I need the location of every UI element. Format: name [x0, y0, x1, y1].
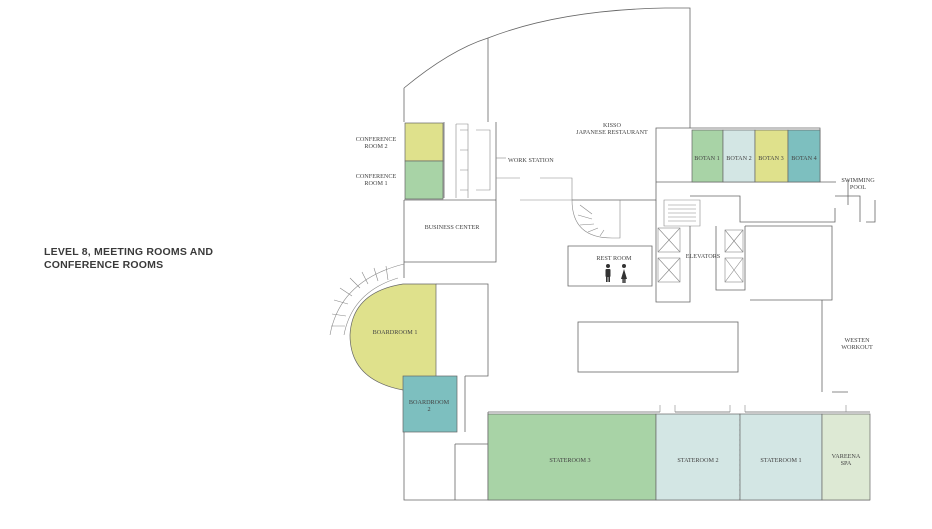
room-botan-2[interactable]: BOTAN 2: [722, 129, 756, 183]
room-conference-room-1[interactable]: CONFERENCE ROOM 1: [356, 160, 444, 200]
room-vareena-spa[interactable]: VAREENA SPA: [821, 413, 871, 501]
room-stateroom-1[interactable]: STATEROOM 1: [739, 413, 823, 501]
room-stateroom-3[interactable]: STATEROOM 3: [487, 413, 657, 501]
swimming-pool-label-1: SWIMMING: [841, 177, 875, 184]
stateroom-3-label: STATEROOM 3: [549, 457, 590, 464]
female-restroom-icon: [621, 264, 627, 283]
westin-workout-label-2: WORKOUT: [841, 344, 873, 351]
swimming-pool-label-2: POOL: [850, 184, 866, 191]
boardroom-2-label-2: 2: [427, 406, 430, 413]
room-botan-4[interactable]: BOTAN 4: [787, 129, 821, 183]
botan-2-label: BOTAN 2: [726, 155, 751, 162]
rest-room-label: REST ROOM: [596, 255, 632, 262]
work-station-label: WORK STATION: [508, 157, 554, 164]
room-botan-3[interactable]: BOTAN 3: [754, 129, 789, 183]
conference-room-2-label-2: ROOM 2: [364, 143, 387, 150]
boardroom-2-label-1: BOARDROOM: [409, 399, 450, 406]
room-stateroom-2[interactable]: STATEROOM 2: [655, 413, 741, 501]
botan-4-label: BOTAN 4: [791, 155, 816, 162]
room-boardroom-2[interactable]: BOARDROOM 2: [402, 375, 458, 433]
room-botan-1[interactable]: BOTAN 1: [691, 129, 724, 183]
business-center-label: BUSINESS CENTER: [425, 224, 481, 231]
vareena-spa-label-2: SPA: [841, 460, 852, 467]
kisso-label-1: KISSO: [603, 122, 621, 129]
kisso-label-2: JAPANESE RESTAURANT: [576, 129, 648, 136]
room-boardroom-1[interactable]: BOARDROOM 1: [349, 283, 437, 391]
botan-1-label: BOTAN 1: [694, 155, 719, 162]
page-title-line-1: LEVEL 8, MEETING ROOMS AND: [44, 246, 214, 258]
page-title-line-2: CONFERENCE ROOMS: [44, 259, 164, 271]
stateroom-2-label: STATEROOM 2: [677, 457, 718, 464]
conference-room-2-fill: [404, 122, 444, 162]
conference-room-1-fill: [404, 160, 444, 200]
page-title: LEVEL 8, MEETING ROOMS AND CONFERENCE RO…: [44, 246, 244, 272]
conference-room-1-label-2: ROOM 1: [364, 180, 387, 187]
elevators-label: ELEVATORS: [686, 253, 721, 260]
conference-room-2-label-1: CONFERENCE: [356, 136, 397, 143]
boardroom-1-fill: [349, 283, 437, 391]
stateroom-1-label: STATEROOM 1: [760, 457, 801, 464]
botan-3-label: BOTAN 3: [758, 155, 783, 162]
westin-workout-label-1: WESTEN: [844, 337, 870, 344]
room-conference-room-2[interactable]: CONFERENCE ROOM 2: [356, 122, 444, 162]
male-restroom-icon: [605, 264, 611, 282]
vareena-spa-label-1: VAREENA: [832, 453, 861, 460]
boardroom-2-fill: [402, 375, 458, 433]
boardroom-1-label: BOARDROOM 1: [373, 329, 418, 336]
conference-room-1-label-1: CONFERENCE: [356, 173, 397, 180]
